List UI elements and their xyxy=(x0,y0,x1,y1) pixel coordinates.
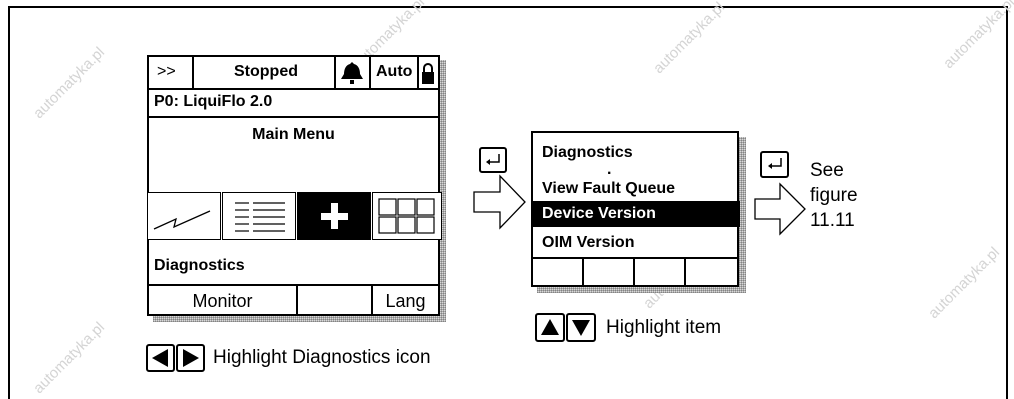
control-mode: Auto xyxy=(376,63,413,80)
divider xyxy=(192,57,194,88)
divider xyxy=(369,57,371,88)
port-line: P0: LiquiFlo 2.0 xyxy=(149,88,438,118)
down-arrow-key[interactable] xyxy=(566,313,596,342)
list-item[interactable]: View Fault Queue xyxy=(542,180,676,197)
list-item[interactable]: OIM Version xyxy=(542,234,635,251)
list-item-highlighted[interactable]: Device Version xyxy=(533,201,740,227)
see-figure-line: See xyxy=(810,160,844,181)
oim-header: >> Stopped Auto xyxy=(149,57,438,90)
softkey-bar: Monitor Lang xyxy=(149,284,438,316)
left-arrow-key[interactable] xyxy=(146,344,175,372)
flow-arrow xyxy=(754,182,806,236)
grid-view-icon[interactable] xyxy=(372,192,442,240)
alarm-bell-icon xyxy=(341,62,363,84)
drive-status: Stopped xyxy=(234,63,298,80)
up-triangle-icon xyxy=(541,319,559,335)
divider xyxy=(417,57,419,88)
lock-icon xyxy=(422,63,434,84)
divider xyxy=(684,259,686,287)
left-triangle-icon xyxy=(152,349,168,367)
softkey-blank[interactable] xyxy=(298,286,373,316)
see-figure-line: figure xyxy=(810,185,858,206)
enter-icon xyxy=(768,158,782,169)
selected-icon-label: Diagnostics xyxy=(154,257,245,274)
nav-indicator: >> xyxy=(157,63,176,80)
divider xyxy=(334,57,336,88)
oim-main-screen: >> Stopped Auto P0: LiquiFlo 2.0 Main Me… xyxy=(147,55,442,316)
caption-middle: Highlight item xyxy=(606,317,722,338)
list-dot: . xyxy=(607,161,612,178)
softkey-label: Monitor xyxy=(192,291,253,311)
flow-arrow xyxy=(473,174,526,230)
parameter-list-icon[interactable] xyxy=(222,192,296,240)
diag-softkey-bar xyxy=(533,257,737,287)
port-label: P0: LiquiFlo 2.0 xyxy=(154,93,273,110)
menu-title: Main Menu xyxy=(252,126,335,143)
diagnostics-screen: Diagnostics . View Fault Queue Device Ve… xyxy=(531,131,740,287)
list-item-label: Device Version xyxy=(542,205,656,222)
figure-frame xyxy=(8,6,1008,399)
softkey-label: Lang xyxy=(385,291,426,311)
divider xyxy=(582,259,584,287)
softkey-lang[interactable]: Lang xyxy=(373,286,438,316)
see-figure-line: 11.11 xyxy=(810,210,855,231)
up-arrow-key[interactable] xyxy=(535,313,565,342)
monitor-graph-icon[interactable] xyxy=(147,192,221,240)
divider xyxy=(633,259,635,287)
right-arrow-key[interactable] xyxy=(176,344,205,372)
diagnostics-plus-icon[interactable] xyxy=(297,192,371,240)
enter-icon xyxy=(486,154,500,165)
enter-key[interactable] xyxy=(760,151,789,178)
down-triangle-icon xyxy=(572,320,590,336)
right-triangle-icon xyxy=(183,349,199,367)
diag-title: Diagnostics xyxy=(542,144,633,161)
softkey-monitor[interactable]: Monitor xyxy=(149,286,298,316)
caption-left: Highlight Diagnostics icon xyxy=(213,347,431,368)
enter-key[interactable] xyxy=(479,147,507,173)
